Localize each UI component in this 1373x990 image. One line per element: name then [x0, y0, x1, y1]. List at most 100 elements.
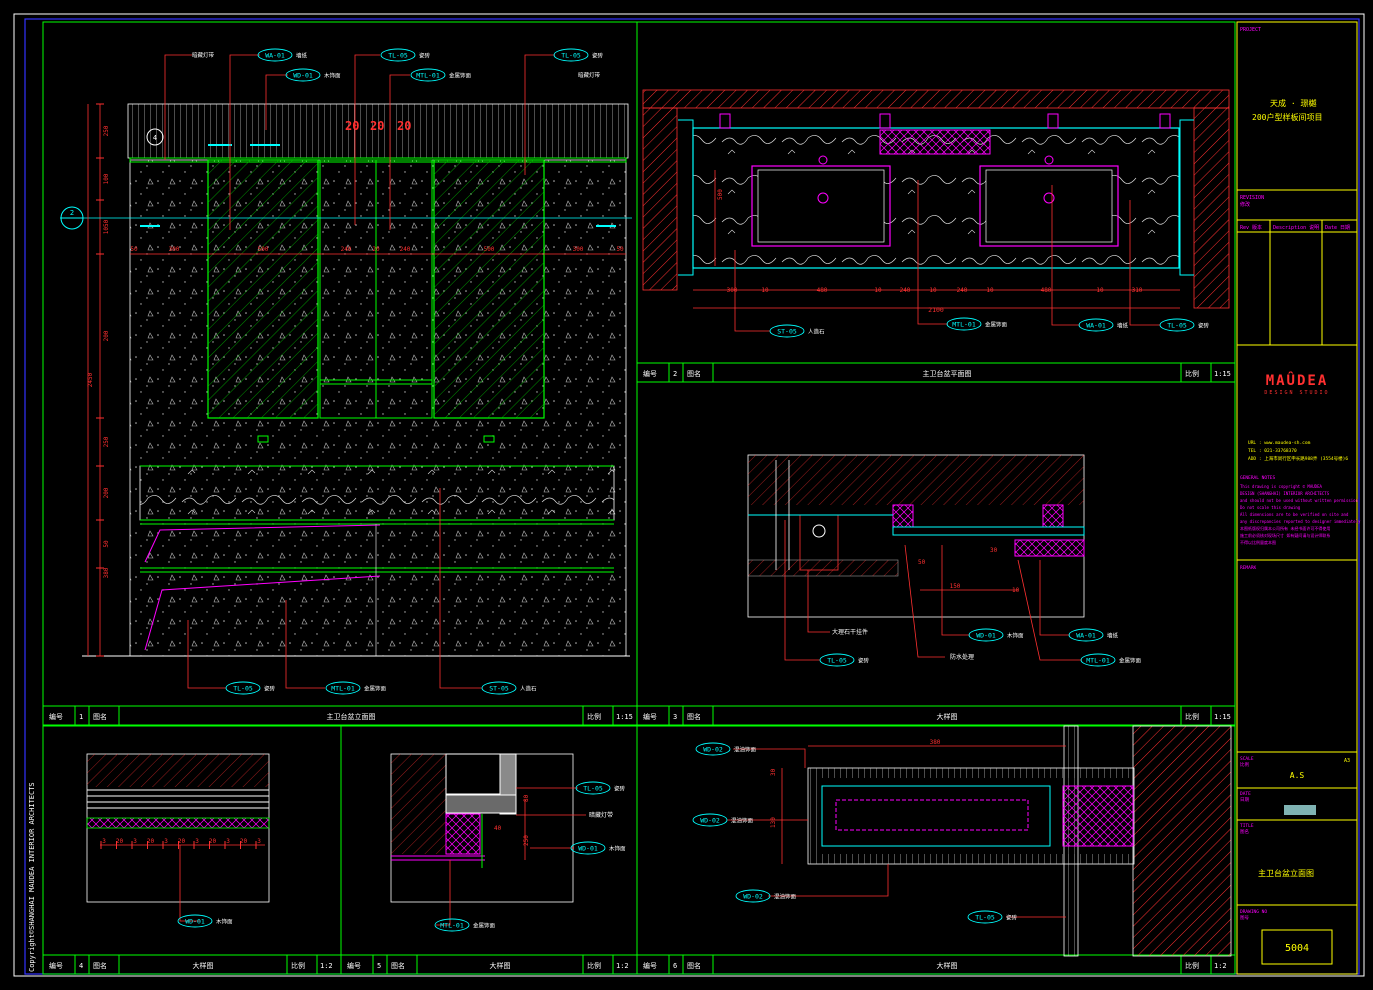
view-name-label: 图名 — [93, 712, 107, 721]
detail-marker-4-label: 4 — [153, 134, 157, 142]
detail-callout-1: 20 — [345, 119, 359, 133]
detail-4-tag-note: 木饰面 — [216, 918, 233, 926]
ceiling-slats — [127, 103, 629, 159]
view-no-label: 编号 — [643, 369, 657, 378]
sheet-title: 主卫台盆立面图 — [1258, 868, 1314, 878]
elev-hdim: 500 — [258, 246, 269, 253]
view-scale: 1:2 — [1214, 962, 1227, 970]
detail-4-dim: 3 — [195, 838, 199, 845]
notes-line: any discrepancies reported to designer i… — [1240, 519, 1361, 524]
detail-5-tag-code: MTL-01 — [440, 922, 464, 930]
elevation-tag-code: TL-05 — [388, 52, 408, 60]
notes-line: All dimensions are to be verified on sit… — [1240, 512, 1349, 517]
notes-line: DESIGN (SHANGHAI) INTERIOR ARCHITECTS — [1240, 491, 1330, 496]
scale-value: A.S — [1290, 771, 1305, 780]
d3-dim-1: 150 — [950, 583, 961, 590]
view-no: 3 — [673, 713, 677, 721]
elevation-tag-note: 墙纸 — [296, 52, 308, 60]
elev-vdim: 100 — [103, 173, 110, 184]
detail-4-dim: 20 — [209, 838, 217, 845]
view-name: 大样图 — [937, 961, 958, 970]
view-scale-label: 比例 — [587, 712, 601, 721]
d5-dim-1: 40 — [494, 825, 502, 832]
scale-sub: 比例 — [1240, 761, 1249, 768]
d5-dim-2: 80 — [523, 794, 530, 802]
elevation-tag-note: 瓷砖 — [264, 685, 276, 693]
view-scale-label: 比例 — [1185, 961, 1199, 970]
title-sub: 图名 — [1240, 828, 1249, 835]
plan-dim: 310 — [1132, 287, 1143, 294]
notes-line: This drawing is copyright © MAUDEA — [1240, 484, 1322, 489]
d5-dim-3: 250 — [523, 835, 530, 846]
outer-border — [13, 13, 1365, 977]
plan-niche — [879, 129, 991, 155]
detail-6-tag-code: WD-02 — [703, 746, 723, 754]
elev-hdim: 300 — [573, 246, 584, 253]
plan-wall-left — [642, 107, 678, 291]
elevation-note: 暗藏灯带 — [192, 51, 215, 59]
remark-label: REMARK — [1240, 565, 1257, 571]
plan-dim: 240 — [957, 287, 968, 294]
plan-tag-note: 瓷砖 — [1198, 322, 1210, 330]
plan-tag-note: 金属饰面 — [985, 321, 1008, 329]
view-scale-label: 比例 — [587, 961, 601, 970]
detail-3-tag-note: 瓷砖 — [858, 657, 870, 665]
detail-4-dim: 3 — [164, 838, 168, 845]
date-value-box — [1284, 805, 1316, 815]
detail-4-dim: 3 — [102, 838, 106, 845]
d5-note: 暗藏灯带 — [589, 811, 613, 819]
detail-marker-4 — [146, 128, 164, 146]
detail-4-dim: 3 — [257, 838, 261, 845]
desc-col-header: Description 说明 — [1273, 224, 1319, 231]
date-sub: 日期 — [1240, 797, 1249, 803]
plan-tag-note: 墙纸 — [1117, 322, 1129, 330]
elevation-tag-code: ST-05 — [489, 685, 509, 693]
view-scale: 1:2 — [320, 962, 333, 970]
project-subname: 200户型样板间项目 — [1252, 112, 1322, 122]
drawing-no-sub: 图号 — [1240, 915, 1249, 921]
elev-hdim: 300 — [169, 246, 180, 253]
detail-6-tag-code: TL-05 — [975, 914, 995, 922]
title-label: TITLE — [1240, 823, 1254, 829]
project-name: 天成 · 璟樾 — [1270, 98, 1316, 108]
rev-col-header: Rev 版本 — [1240, 224, 1262, 231]
view-name-label: 图名 — [687, 712, 701, 721]
notes-line: and should not be used without written p… — [1240, 498, 1359, 503]
elevation-tag-note: 金属饰面 — [364, 685, 387, 693]
copyright-text: Copyright©SHANGHAI MAUDEA INTERIOR ARCHI… — [28, 782, 36, 972]
elev-hdim: 240 — [400, 246, 411, 253]
plan-wall-right — [1193, 107, 1230, 309]
view-name-label: 图名 — [93, 961, 107, 970]
d3-note-1: 大理石干挂件 — [832, 628, 868, 636]
date-label: DATE — [1240, 791, 1251, 797]
view-name: 大样图 — [937, 712, 958, 721]
title-block: PROJECT 天成 · 璟樾 200户型样板间项目 REVISION 修改 R… — [1236, 21, 1361, 975]
view-name-label: 图名 — [391, 961, 405, 970]
scale-label: SCALE — [1240, 756, 1254, 762]
detail-4-dim: 20 — [240, 838, 248, 845]
plan-wall-top — [642, 89, 1230, 109]
view-scale-label: 比例 — [291, 961, 305, 970]
elevation-tag-code: WD-01 — [293, 72, 313, 80]
notes-line: 不得以比例量度本图 — [1240, 539, 1276, 545]
d6-dim-1: 380 — [930, 739, 941, 746]
elevation-tag-code: TL-05 — [561, 52, 581, 60]
